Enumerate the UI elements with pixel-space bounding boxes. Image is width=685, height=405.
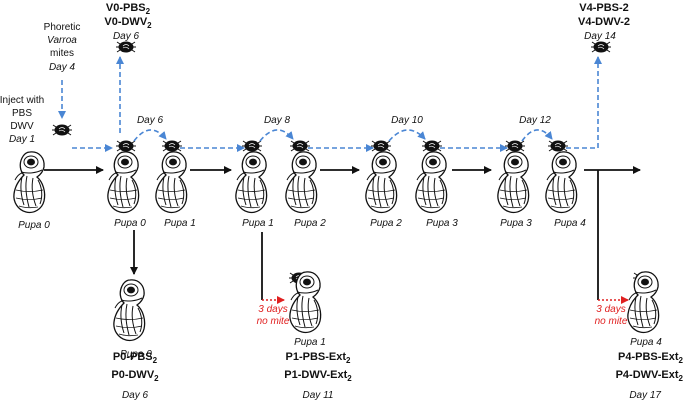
pupa-icon (545, 151, 578, 214)
p0-label-block: P0-PBS2 P0-DWV2 Day 6 (90, 350, 180, 403)
pupa-label: Pupa 1 (294, 337, 326, 348)
mite-icon (370, 140, 392, 152)
transfer-arc-3 (388, 129, 426, 142)
injection-line2: PBS (12, 108, 32, 119)
pupae-lower-labels: Pupa 0 Pupa 1 Pupa 4 (120, 337, 662, 360)
v0-label: V0-PBS2 V0-DWV2 Day 6 (104, 2, 152, 42)
p4-day: Day 17 (629, 390, 661, 402)
mite-icon (289, 140, 311, 152)
transfer-arc-2 (259, 129, 294, 142)
injection-line3: DWV (10, 121, 34, 132)
p0-name-2: P0-DWV2 (111, 369, 159, 384)
no-mite-line2: no mite (257, 316, 290, 327)
mite-icon (115, 140, 137, 152)
mite-icon (51, 124, 73, 136)
pupa-icon (235, 151, 268, 214)
transfer-arc-1 (133, 129, 167, 142)
pupa-label: Pupa 0 (120, 349, 152, 360)
pupa-icon (155, 151, 188, 214)
flow-arrows (44, 166, 641, 300)
transfer-day-label: Day 6 (137, 115, 164, 126)
pupa-icon (627, 271, 660, 334)
transfer-arc-4 (521, 129, 553, 142)
pupa-label: Pupa 1 (242, 218, 274, 229)
p1-label-block: P1-PBS-Ext2 P1-DWV-Ext2 Day 11 (258, 350, 378, 403)
p0-name-1: P0-PBS2 (112, 351, 158, 366)
p0-day: Day 6 (121, 390, 149, 402)
no-mite-line2: no mite (595, 316, 628, 327)
p4-name-1: P4-PBS-Ext2 (618, 351, 683, 366)
pupa-label: Pupa 2 (370, 218, 402, 229)
p1-name-1: P1-PBS-Ext2 (285, 351, 351, 366)
v4-name-2: V4-DWV-2 (578, 16, 630, 28)
v4-label: V4-PBS-2 V4-DWV-2 Day 14 (578, 2, 630, 42)
pupa-icon (13, 151, 46, 214)
injection-line1: Inject with (0, 95, 44, 106)
phoretic-line3: mites (50, 48, 74, 59)
mite-icon (241, 140, 263, 152)
pupa-icon (415, 151, 448, 214)
phoretic-day: Day 4 (49, 62, 76, 73)
v0-name-2: V0-DWV2 (104, 16, 152, 30)
pupa-label: Pupa 2 (294, 218, 326, 229)
phoretic-line2: Varroa (47, 35, 77, 46)
pupa-label: Pupa 4 (630, 337, 662, 348)
v4-name-1: V4-PBS-2 (579, 2, 629, 14)
pupa-icon (113, 279, 146, 342)
pupa-icon (107, 151, 140, 214)
phoretic-line1: Phoretic (44, 22, 81, 33)
injection-day: Day 1 (9, 134, 35, 145)
mite-transfer-arrows (58, 56, 602, 152)
no-mite-labels: 3 days no mite 3 days no mite (257, 304, 628, 327)
mite-icon (547, 140, 569, 152)
p1-day: Day 11 (302, 390, 334, 402)
pupa-icon (285, 151, 318, 214)
p4-label-block: P4-PBS-Ext2 P4-DWV-Ext2 Day 17 (563, 350, 683, 403)
p1-name-2: P1-DWV-Ext2 (284, 369, 352, 384)
pupae-lower-row (113, 271, 660, 342)
mite-icon (115, 41, 137, 53)
transfer-day-label: Day 8 (264, 115, 291, 126)
mite-icon (590, 41, 612, 53)
phoretic-label: Phoretic Varroa mites Day 4 (44, 22, 81, 73)
v4-day: Day 14 (584, 31, 616, 42)
pupae-main-labels: Pupa 0 Pupa 0 Pupa 1 Pupa 1 Pupa 2 Pupa … (18, 218, 586, 231)
mite-icon (161, 140, 183, 152)
v0-name-1: V0-PBS2 (106, 2, 151, 16)
mite-icon (421, 140, 443, 152)
v0-day: Day 6 (113, 31, 140, 42)
pupa-label: Pupa 0 (18, 220, 50, 231)
no-mite-line1: 3 days (596, 304, 625, 315)
no-mite-line1: 3 days (258, 304, 287, 315)
pupa-label: Pupa 0 (114, 218, 146, 229)
pupa-label: Pupa 3 (500, 218, 532, 229)
pupa-label: Pupa 3 (426, 218, 458, 229)
pupa-label: Pupa 1 (164, 218, 196, 229)
transfer-day-labels: Day 6 Day 8 Day 10 Day 12 (137, 115, 551, 126)
pupa-icon (497, 151, 530, 214)
pupae-main-row (13, 151, 578, 214)
pupa-icon (365, 151, 398, 214)
pupa-label: Pupa 4 (554, 218, 586, 229)
transfer-day-label: Day 12 (519, 115, 551, 126)
p4-name-2: P4-DWV-Ext2 (615, 369, 683, 384)
mite-icon (504, 140, 526, 152)
transfer-day-label: Day 10 (391, 115, 423, 126)
injection-label: Inject with PBS DWV Day 1 (0, 95, 44, 145)
